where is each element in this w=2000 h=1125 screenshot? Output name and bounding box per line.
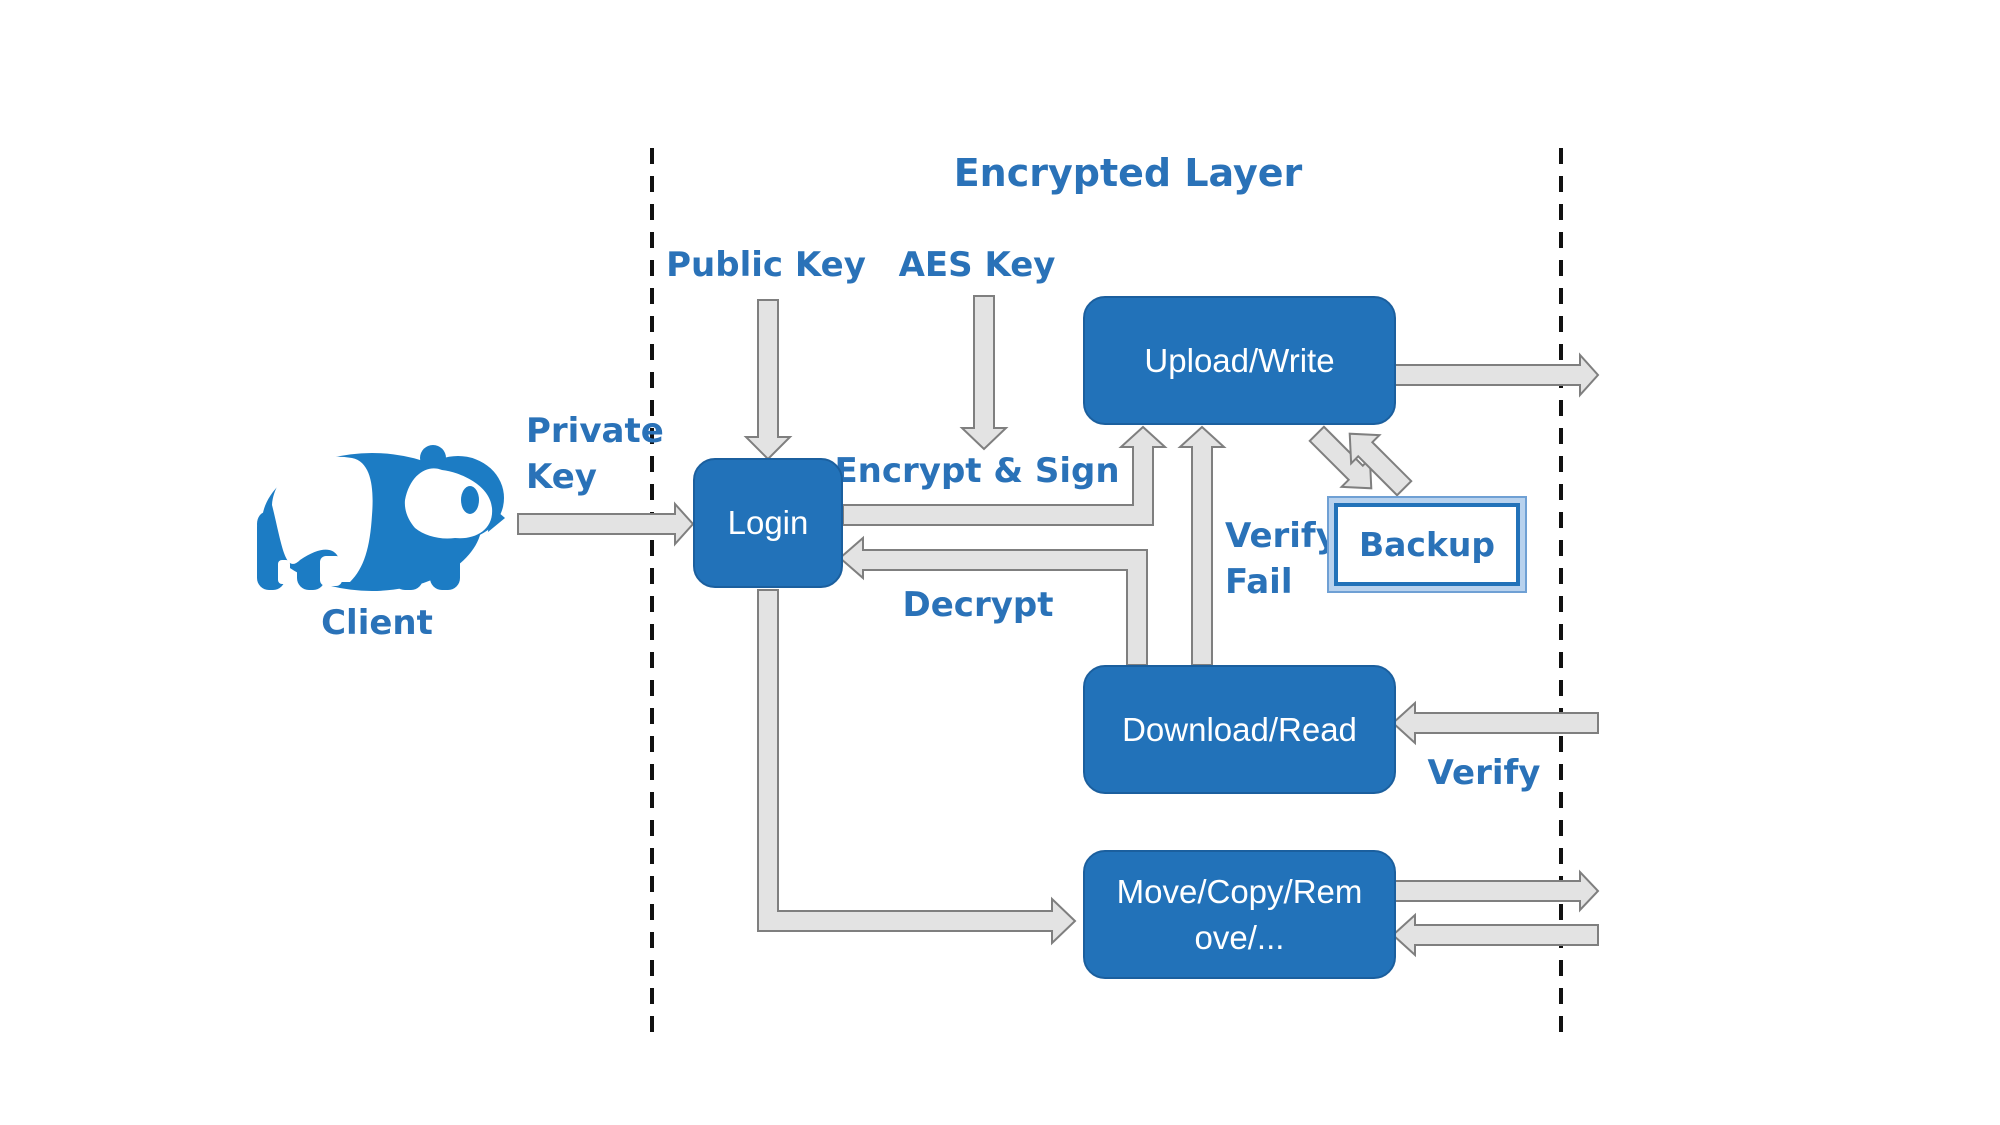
backup-box: Backup [1334,503,1520,586]
move-out-arrow [1390,869,1600,913]
verify-fail-label-line2: Fail [1225,562,1293,602]
backup-box-label: Backup [1358,525,1496,564]
public-key-arrow [743,299,793,461]
download-read-box: Download/Read [1083,665,1396,794]
aes-key-label: AES Key [898,245,1056,285]
move-copy-remove-box: Move/Copy/Rem ove/... [1083,850,1396,979]
upload-out-arrow [1390,352,1600,398]
public-key-label: Public Key [666,245,866,285]
encrypt-sign-arrow [842,425,1168,526]
encrypt-sign-label: Encrypt & Sign [834,451,1120,491]
upload-to-backup-arrow [1308,425,1373,490]
decrypt-arrow [838,535,1148,666]
client-label: Client [321,603,433,643]
upload-write-box: Upload/Write [1083,296,1396,425]
download-read-box-label: Download/Read [1122,710,1357,748]
verify-fail-label-line1: Verify [1225,516,1338,556]
private-key-label: Private Key [526,408,664,500]
login-box: Login [693,458,843,588]
move-box-label-line2: ove/... [1194,918,1285,956]
upload-write-box-label: Upload/Write [1144,341,1335,379]
verify-label: Verify [1427,753,1541,793]
verify-fail-arrow [1177,425,1227,666]
move-in-arrow [1391,912,1599,958]
private-key-label-line2: Key [526,457,597,497]
backup-to-upload-arrow [1348,432,1413,497]
decrypt-label: Decrypt [902,585,1054,625]
download-in-arrow [1391,700,1599,746]
verify-fail-label: Verify Fail [1225,513,1338,605]
aes-key-arrow [959,295,1009,451]
panda-markings [272,456,493,586]
private-key-arrow [517,501,695,547]
login-to-move-arrow [757,589,1077,946]
private-key-label-line1: Private [526,411,664,451]
move-box-label-line1: Move/Copy/Rem [1116,872,1363,910]
login-box-label: Login [727,504,809,541]
diagram-title: Encrypted Layer [953,151,1303,195]
